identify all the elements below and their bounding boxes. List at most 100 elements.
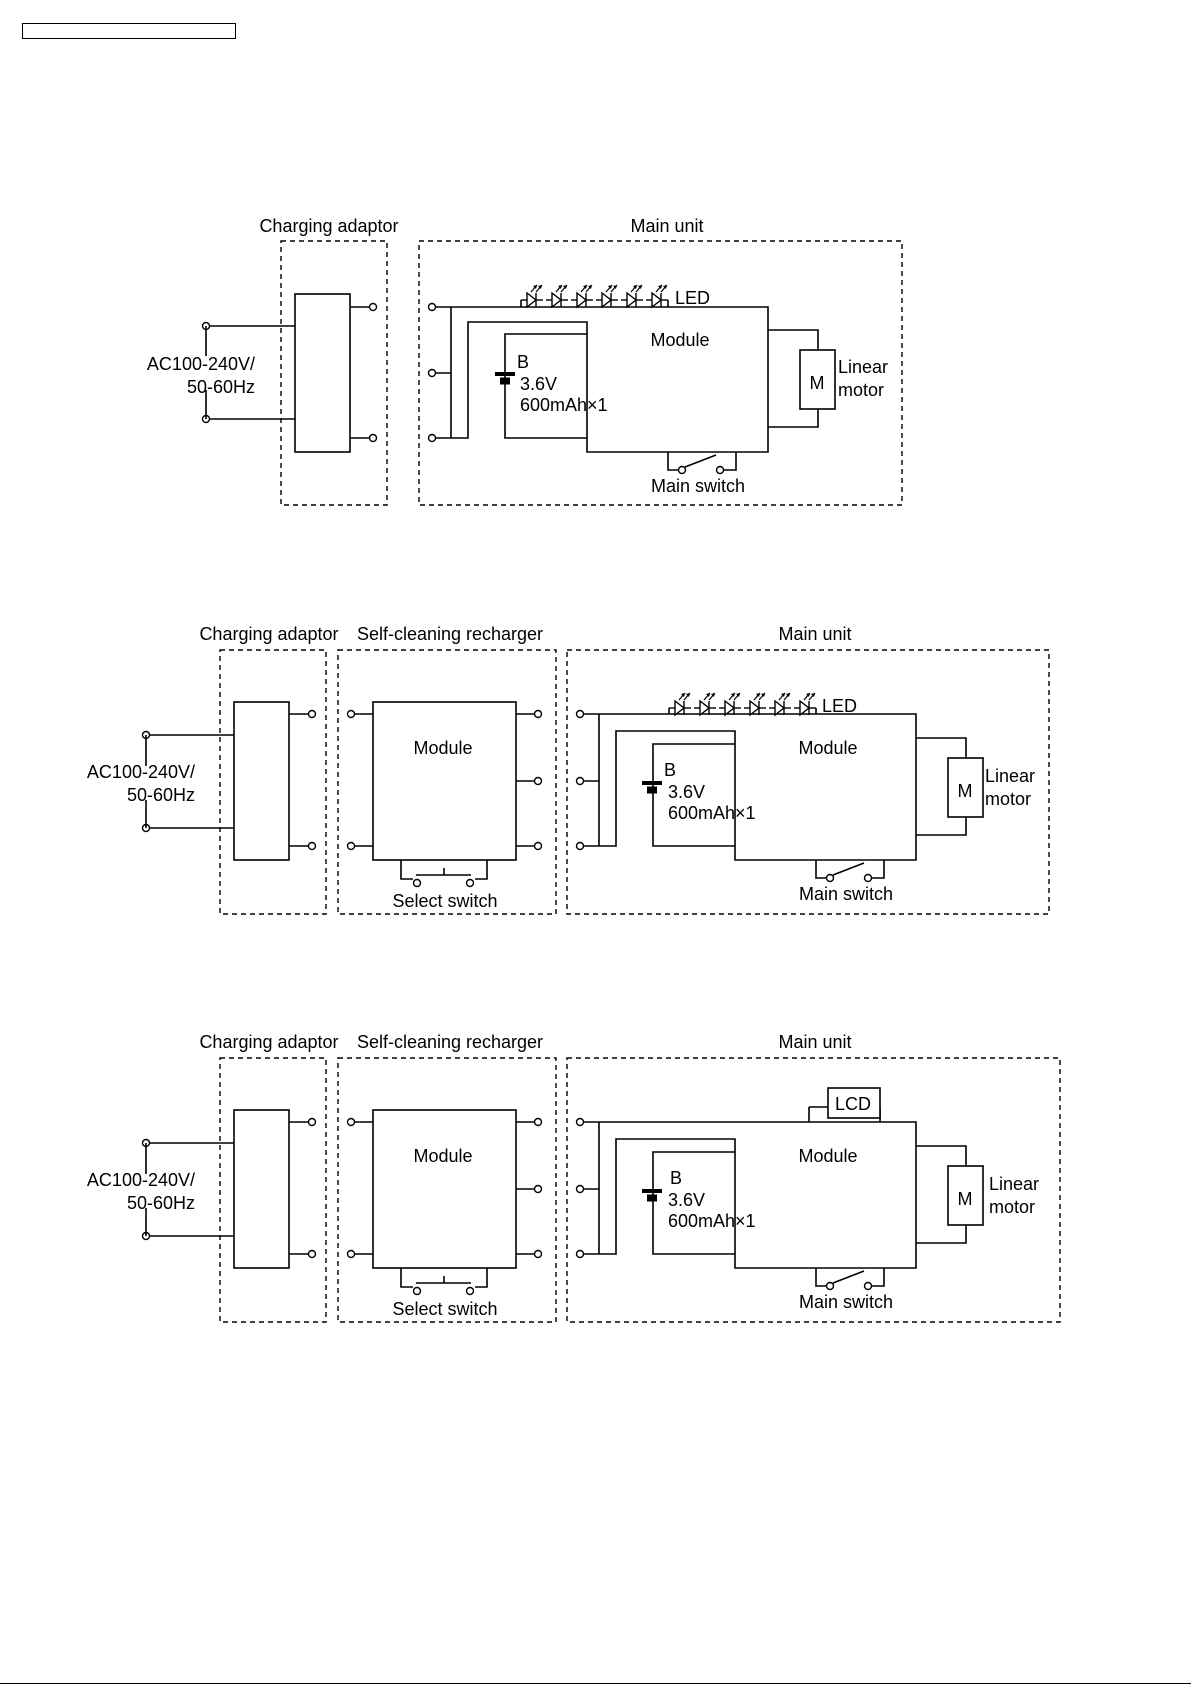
adaptor-block [294,293,351,453]
input-terminal [427,302,437,312]
recharger-enclosure [337,1057,557,1323]
charging-adaptor-label: Charging adaptor [199,1032,338,1052]
battery-icon [495,372,515,385]
motor-label-line1: Linear [985,766,1035,786]
led-array [520,284,669,308]
battery-icon [642,1189,662,1202]
main-switch-icon [815,1268,885,1291]
main-switch-label: Main switch [799,884,893,904]
input-terminal [575,776,585,786]
main-switch-icon [815,860,885,883]
diagram-1: Charging adaptor Main unit AC100-240V/ 5… [147,216,903,506]
charging-adaptor-enclosure [219,649,327,915]
ac-input-label-line2: 50-60Hz [127,1193,195,1213]
motor-symbol: M [958,1189,973,1209]
led-label: LED [822,696,857,716]
main-unit-enclosure [418,240,903,506]
main-unit-enclosure [566,649,1050,915]
output-terminal [307,1249,317,1259]
battery-letter: B [670,1168,682,1188]
battery-capacity: 600mAh×1 [668,803,756,823]
output-terminal [368,302,378,312]
header-box [22,23,236,39]
motor-symbol: M [958,781,973,801]
input-terminal [575,1249,585,1259]
charging-adaptor-label: Charging adaptor [199,624,338,644]
motor-symbol: M [810,373,825,393]
main-switch-label: Main switch [651,476,745,496]
motor-label-line1: Linear [989,1174,1039,1194]
input-terminal [575,1184,585,1194]
led-array [668,692,817,716]
charging-adaptor-enclosure [219,1057,327,1323]
main-switch-icon [667,452,737,475]
module-label: Module [650,330,709,350]
recharger-output-terminal [533,709,543,719]
led-label: LED [675,288,710,308]
recharger-module-block [372,1109,517,1269]
recharger-output-terminal [533,841,543,851]
charging-adaptor-label: Charging adaptor [259,216,398,236]
ac-input-label-line2: 50-60Hz [127,785,195,805]
recharger-label: Self-cleaning recharger [357,1032,543,1052]
battery-icon [642,781,662,794]
output-terminal [368,433,378,443]
battery-letter: B [517,352,529,372]
input-terminal [427,433,437,443]
diagram-3: Charging adaptor Self-cleaning recharger… [87,1032,1061,1323]
motor-label-line2: motor [989,1197,1035,1217]
battery-capacity: 600mAh×1 [668,1211,756,1231]
main-unit-label: Main unit [630,216,703,236]
recharger-module-label: Module [413,738,472,758]
main-unit-label: Main unit [778,1032,851,1052]
select-switch-icon [400,860,488,888]
bottom-rule [0,1683,1191,1684]
recharger-enclosure [337,649,557,915]
lcd-block [827,1087,881,1119]
charging-adaptor-enclosure [280,240,388,506]
output-terminal [307,1117,317,1127]
battery-letter: B [664,760,676,780]
battery-voltage: 3.6V [520,374,557,394]
input-terminal [427,368,437,378]
select-switch-label: Select switch [392,891,497,911]
main-unit-enclosure [566,1057,1061,1323]
recharger-output-terminal [533,1184,543,1194]
motor-label-line2: motor [838,380,884,400]
ac-input-label-line1: AC100-240V/ [87,1170,195,1190]
input-terminal [575,709,585,719]
recharger-input-terminal [346,1117,356,1127]
recharger-input-terminal [346,709,356,719]
module-label: Module [798,738,857,758]
linear-motor-icon [947,757,984,818]
motor-label-line1: Linear [838,357,888,377]
ac-input-label-line1: AC100-240V/ [87,762,195,782]
recharger-label: Self-cleaning recharger [357,624,543,644]
diagram-2: Charging adaptor Self-cleaning recharger… [87,624,1050,915]
ac-input-label-line2: 50-60Hz [187,377,255,397]
recharger-input-terminal [346,1249,356,1259]
select-switch-label: Select switch [392,1299,497,1319]
ac-input-label-line1: AC100-240V/ [147,354,255,374]
main-unit-label: Main unit [778,624,851,644]
adaptor-block [233,1109,290,1269]
main-switch-label: Main switch [799,1292,893,1312]
linear-motor-icon [947,1165,984,1226]
input-terminal [575,841,585,851]
recharger-module-block [372,701,517,861]
output-terminal [307,841,317,851]
battery-voltage: 3.6V [668,782,705,802]
recharger-output-terminal [533,1249,543,1259]
recharger-module-label: Module [413,1146,472,1166]
adaptor-block [233,701,290,861]
output-terminal [307,709,317,719]
motor-label-line2: motor [985,789,1031,809]
recharger-output-terminal [533,776,543,786]
recharger-input-terminal [346,841,356,851]
module-label: Module [798,1146,857,1166]
battery-capacity: 600mAh×1 [520,395,608,415]
recharger-output-terminal [533,1117,543,1127]
linear-motor-icon [799,349,836,410]
lcd-label: LCD [835,1094,871,1114]
